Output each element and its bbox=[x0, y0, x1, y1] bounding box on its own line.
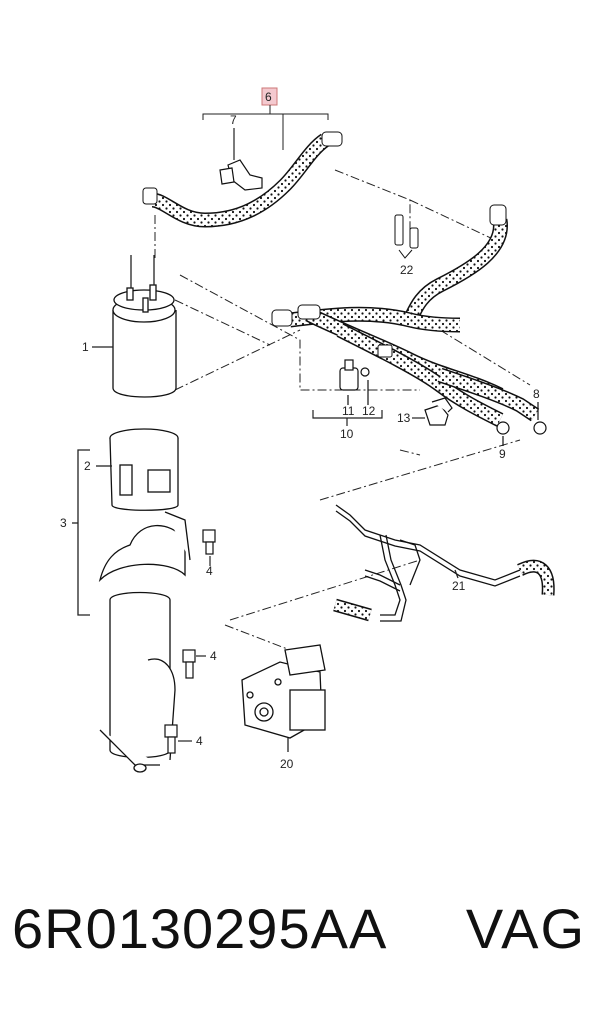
fuel-lines-part-21: 21 bbox=[333, 504, 555, 622]
hose-assembly bbox=[271, 204, 540, 427]
callout-4c: 4 bbox=[196, 734, 203, 748]
callout-4b: 4 bbox=[210, 649, 217, 663]
clip-part-13: 13 bbox=[397, 397, 453, 426]
upper-hose bbox=[142, 131, 343, 228]
connectors-part-22: 22 bbox=[394, 214, 419, 277]
callout-21: 21 bbox=[452, 579, 466, 593]
fittings-parts-8-9: 8 9 bbox=[496, 387, 547, 461]
parts-diagram: 6 7 22 bbox=[60, 87, 555, 773]
callout-4a: 4 bbox=[206, 564, 213, 578]
callout-20: 20 bbox=[280, 757, 294, 771]
sensor-part-11: 11 12 10 bbox=[312, 359, 383, 441]
callout-8: 8 bbox=[533, 387, 540, 401]
callout-12: 12 bbox=[362, 404, 376, 418]
callout-2: 2 bbox=[84, 459, 91, 473]
callout-22: 22 bbox=[400, 263, 414, 277]
group-6: 6 bbox=[202, 87, 329, 150]
callout-9: 9 bbox=[499, 447, 506, 461]
callout-3: 3 bbox=[60, 516, 67, 530]
fuel-filter-part-1: 1 bbox=[82, 255, 177, 398]
pump-part-20: 20 bbox=[241, 644, 326, 771]
brand-label: VAG bbox=[465, 897, 586, 960]
sleeve-part-2: 2 bbox=[84, 428, 179, 511]
callout-13: 13 bbox=[397, 411, 411, 425]
callout-11: 11 bbox=[342, 404, 355, 418]
callout-6: 6 bbox=[265, 90, 272, 104]
callout-7: 7 bbox=[230, 113, 237, 127]
bolts-part-4: 4 4 4 bbox=[164, 529, 217, 754]
part-number: 6R0130295AA bbox=[12, 897, 388, 960]
callout-10: 10 bbox=[340, 427, 354, 441]
caption: 6R0130295AA VAG bbox=[0, 896, 600, 986]
clip-part-7: 7 bbox=[219, 113, 263, 191]
callout-1: 1 bbox=[82, 340, 89, 354]
